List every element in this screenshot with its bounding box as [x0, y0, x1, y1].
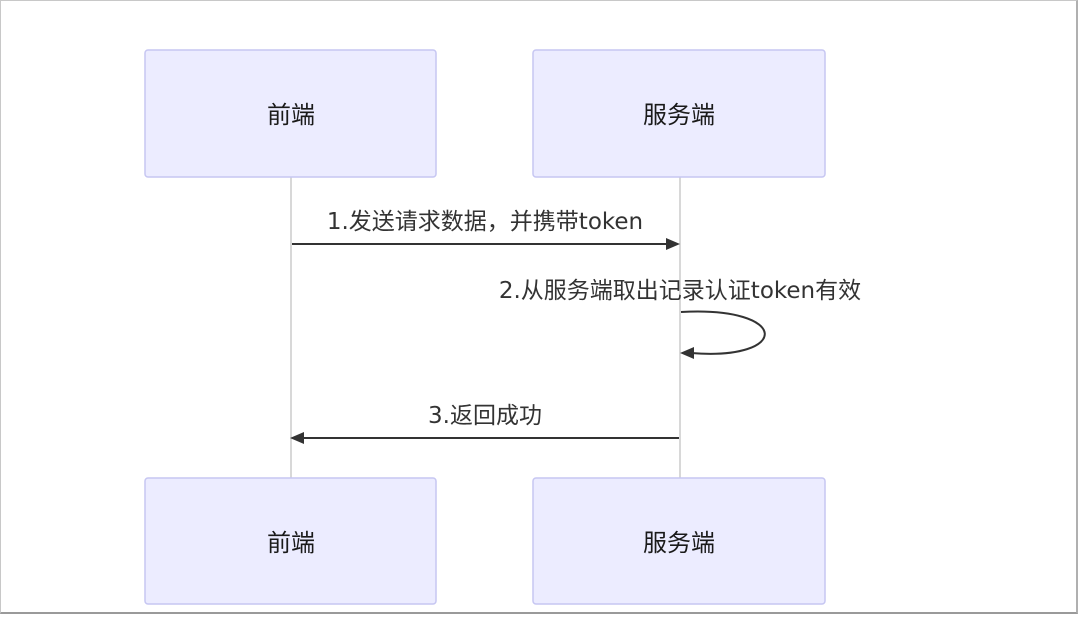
participant-server-top: 服务端	[532, 49, 826, 178]
participant-label: 服务端	[643, 101, 715, 129]
participant-label: 前端	[267, 529, 315, 557]
participant-label: 前端	[267, 101, 315, 129]
participant-frontend-top: 前端	[144, 49, 437, 178]
message-label-2: 2.从服务端取出记录认证token有效	[499, 278, 861, 304]
participant-server-bottom: 服务端	[532, 477, 826, 605]
arrowhead-3	[290, 432, 304, 444]
arrowhead-1	[666, 238, 680, 250]
message-label-3: 3.返回成功	[428, 403, 542, 429]
message-label-1: 1.发送请求数据，并携带token	[327, 209, 643, 235]
participant-label: 服务端	[643, 529, 715, 557]
message-arrow-2	[680, 310, 766, 355]
participant-frontend-bottom: 前端	[144, 477, 437, 605]
arrowhead-2	[680, 347, 694, 359]
